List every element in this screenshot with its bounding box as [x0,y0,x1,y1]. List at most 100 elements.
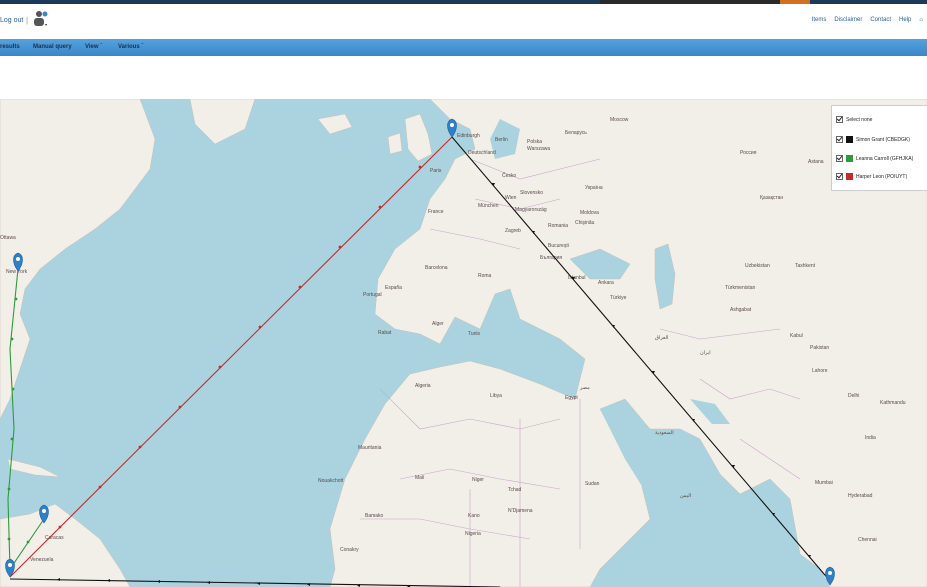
svg-text:Chişinău: Chişinău [575,220,595,226]
nav-disclaimer[interactable]: Disclaimer [834,17,863,23]
svg-text:Tchad: Tchad [508,487,522,493]
svg-text:Algeria: Algeria [415,383,431,389]
landmass-eurasia-africa [329,99,927,587]
country-borders [360,158,801,587]
svg-text:España: España [385,285,402,291]
legend-item-label: Harper Leon (POIUYT) [856,173,908,180]
svg-text:اليمن: اليمن [680,493,691,499]
svg-text:Slovensko: Slovensko [520,190,543,196]
svg-text:Roma: Roma [478,273,492,279]
map-pins [5,118,835,586]
route-black[interactable] [9,136,831,587]
svg-text:Astana: Astana [808,159,824,165]
svg-text:العراق: العراق [655,335,668,341]
legend-item-leanna-carroll[interactable]: Leanna Carroll (GFHJKA) [836,155,913,162]
map-view[interactable]: Edinburgh Berlin Polska Warszawa Deutsch… [0,99,927,587]
checkbox[interactable] [836,173,843,180]
checkbox[interactable] [836,136,843,143]
svg-text:ایران: ایران [700,350,711,356]
top-nav: Items Disclaimer Contact Help ⌂ [812,17,923,23]
route-red[interactable] [9,136,453,578]
svg-text:Česko: Česko [502,172,516,179]
legend-select-none[interactable]: Select none [836,116,872,123]
header-separator: | [26,16,29,25]
svg-text:Delhi: Delhi [848,393,859,399]
map-pin-icon[interactable] [13,252,23,272]
svg-text:Istanbul: Istanbul [568,275,586,281]
svg-text:السعودية: السعودية [655,430,674,436]
svg-text:New York: New York [6,269,28,275]
svg-text:Berlin: Berlin [495,137,508,143]
route-green[interactable] [7,268,45,571]
menu-results[interactable]: results [0,44,20,50]
map-pin-icon[interactable] [825,566,835,586]
menu-view-label: View [85,44,99,50]
svg-text:Mauritania: Mauritania [358,445,382,451]
legend-item-harper-leon[interactable]: Harper Leon (POIUYT) [836,173,907,180]
red-sea [600,404,655,491]
legend-select-none-label: Select none [846,116,873,123]
user-icon[interactable] [32,10,48,28]
svg-text:Nigeria: Nigeria [465,531,481,537]
map-canvas[interactable]: Edinburgh Berlin Polska Warszawa Deutsch… [0,99,927,587]
svg-text:Ashgabat: Ashgabat [730,307,752,313]
top-strip-orange [780,0,810,4]
svg-text:Sudan: Sudan [585,481,600,487]
svg-text:Россия: Россия [740,150,757,156]
svg-text:Caracas: Caracas [45,535,64,541]
checkbox[interactable] [836,116,843,123]
svg-text:Türkiye: Türkiye [610,295,627,301]
landmass-greenland [189,99,256,145]
svg-text:Paris: Paris [430,168,442,174]
menu-various-label: Various [118,44,140,50]
svg-text:България: България [540,255,562,261]
svg-text:Ottawa: Ottawa [0,235,16,241]
menu-various[interactable]: Various ˇ [118,44,143,50]
svg-text:Tashkent: Tashkent [795,263,816,269]
map-pin-icon[interactable] [39,504,49,524]
svg-text:München: München [478,203,499,209]
svg-text:Moldova: Moldova [580,210,599,216]
map-pin-icon[interactable] [5,558,15,578]
svg-text:Magyarország: Magyarország [515,207,547,213]
svg-text:Kano: Kano [468,513,480,519]
svg-text:Romania: Romania [548,223,568,229]
nav-contact[interactable]: Contact [870,17,892,23]
color-swatch [846,155,853,162]
svg-text:Portugal: Portugal [363,292,382,298]
color-swatch [846,136,853,143]
logout-link[interactable]: Log out [0,17,24,24]
svg-text:Wien: Wien [505,195,517,201]
svg-text:Warszawa: Warszawa [527,146,550,152]
svg-text:Lahore: Lahore [812,368,828,374]
svg-text:Nouakchott: Nouakchott [318,478,344,484]
landmass-great-britain [404,113,433,162]
svg-text:Conakry: Conakry [340,547,359,553]
menubar: results Manual query View ˇ Various ˇ [0,39,927,56]
map-pin-icon[interactable] [447,118,457,138]
svg-text:Kabul: Kabul [790,333,803,339]
svg-text:Ankara: Ankara [598,280,614,286]
svg-text:Kathmandu: Kathmandu [880,400,906,406]
svg-text:Mali: Mali [415,475,424,481]
top-strip [0,0,927,4]
nav-items[interactable]: Items [811,17,827,23]
svg-text:Pakistan: Pakistan [810,345,829,351]
svg-text:Niger: Niger [472,477,484,483]
menu-view[interactable]: View ˇ [85,44,102,50]
menu-manual-query[interactable]: Manual query [33,44,72,50]
legend-item-simon-grant[interactable]: Simon Grant (CBEDGK) [836,136,910,143]
map-labels: Edinburgh Berlin Polska Warszawa Deutsch… [0,117,906,563]
nav-help[interactable]: Help [899,17,912,23]
landmass-iceland [317,113,353,135]
svg-text:France: France [428,209,444,215]
black-sea [569,248,631,280]
route-legend: Select none Simon Grant (CBEDGK) Leanna … [831,105,927,191]
svg-text:Libya: Libya [490,393,502,399]
home-icon[interactable]: ⌂ [919,17,923,23]
checkbox[interactable] [836,155,843,162]
route-markers [7,165,811,587]
persian-gulf [690,399,730,424]
legend-item-label: Simon Grant (CBEDGK) [856,136,910,143]
svg-text:مصر: مصر [579,385,590,391]
